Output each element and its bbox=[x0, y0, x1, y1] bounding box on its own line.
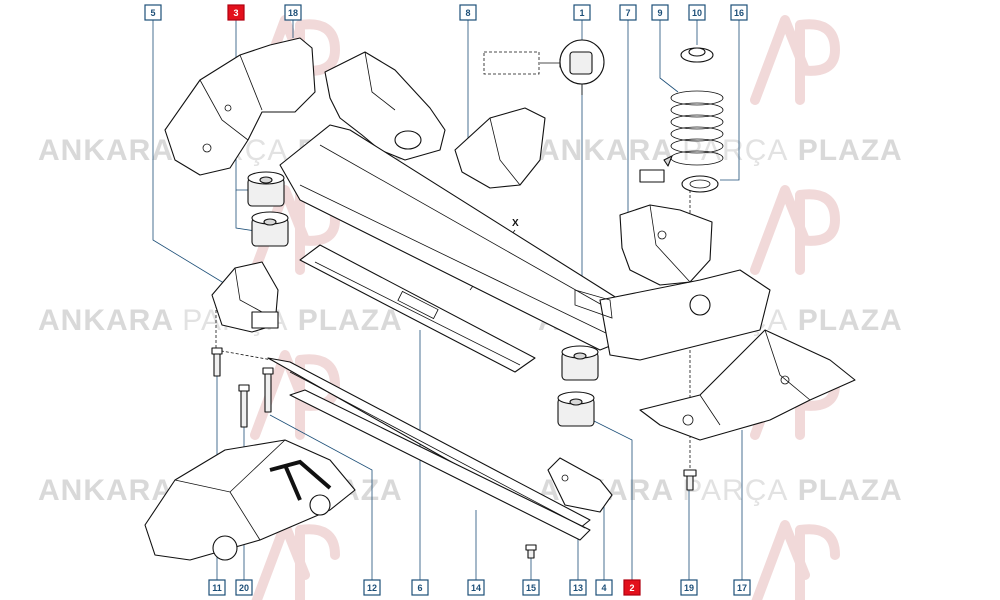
watermark-word-3: PLAZA bbox=[298, 304, 403, 337]
car-silhouette-icon bbox=[144, 439, 356, 561]
callout-17[interactable]: 17 bbox=[733, 579, 751, 596]
callout-11[interactable]: 11 bbox=[208, 579, 226, 596]
svg-text:8: 8 bbox=[465, 8, 470, 18]
callout-3[interactable]: 3 bbox=[227, 4, 245, 21]
svg-text:5: 5 bbox=[150, 8, 155, 18]
svg-text:17: 17 bbox=[737, 583, 747, 593]
svg-text:1: 1 bbox=[579, 8, 584, 18]
rear-axle-beam bbox=[279, 124, 771, 361]
watermark-word-3: PLAZA bbox=[798, 474, 903, 507]
svg-text:13: 13 bbox=[573, 583, 583, 593]
watermark-word-3: PLAZA bbox=[798, 134, 903, 167]
callout-12[interactable]: 12 bbox=[363, 579, 381, 596]
svg-text:20: 20 bbox=[239, 583, 249, 593]
left-upper-shield bbox=[164, 37, 316, 176]
svg-text:11: 11 bbox=[212, 583, 222, 593]
callout-9[interactable]: 9 bbox=[651, 4, 669, 21]
bushing-reference bbox=[483, 39, 605, 95]
small-bottom-bracket bbox=[547, 457, 613, 513]
svg-text:3: 3 bbox=[233, 8, 238, 18]
callout-5[interactable]: 5 bbox=[144, 4, 162, 21]
watermark-word-1: ANKARA bbox=[38, 134, 173, 167]
svg-text:7: 7 bbox=[625, 8, 630, 18]
watermark-word-2: PARÇA bbox=[682, 134, 788, 167]
right-upper-shield bbox=[619, 204, 713, 286]
watermark-word-2: PARÇA bbox=[682, 474, 788, 507]
callout-4[interactable]: 4 bbox=[595, 579, 613, 596]
svg-text:9: 9 bbox=[657, 8, 662, 18]
coil-spring bbox=[639, 47, 724, 193]
watermark-logo-icon bbox=[751, 520, 840, 600]
watermark-logo-icon bbox=[750, 185, 840, 275]
callout-6[interactable]: 6 bbox=[411, 579, 429, 596]
svg-text:10: 10 bbox=[692, 8, 702, 18]
long-bracket-strip bbox=[299, 244, 536, 373]
svg-text:19: 19 bbox=[684, 583, 694, 593]
callout-20[interactable]: 20 bbox=[235, 579, 253, 596]
watermark-logo-icon bbox=[750, 15, 840, 105]
svg-text:16: 16 bbox=[734, 8, 744, 18]
svg-text:4: 4 bbox=[601, 583, 606, 593]
upper-axle-bracket bbox=[324, 51, 446, 161]
svg-text:6: 6 bbox=[417, 583, 422, 593]
svg-text:ANKARA PARÇA PLAZA: ANKARA PARÇA PLAZA bbox=[538, 134, 903, 167]
left-bushings bbox=[247, 171, 289, 247]
long-rods bbox=[267, 357, 591, 541]
callout-15[interactable]: 15 bbox=[522, 579, 540, 596]
left-mount-bracket bbox=[211, 261, 279, 333]
callout-13[interactable]: 13 bbox=[569, 579, 587, 596]
center-small-shield bbox=[454, 107, 546, 189]
svg-text:12: 12 bbox=[367, 583, 377, 593]
bolts bbox=[211, 347, 697, 559]
right-bushings bbox=[557, 345, 599, 427]
watermark-word-3: PLAZA bbox=[798, 304, 903, 337]
watermark-word-1: ANKARA bbox=[38, 304, 173, 337]
watermark-word-1: ANKARA bbox=[538, 134, 673, 167]
watermark-word-1: ANKARA bbox=[38, 474, 173, 507]
callouts-top: 5 3 18 8 1 7 9 10 16 bbox=[144, 4, 748, 21]
callout-1[interactable]: 1 bbox=[573, 4, 591, 21]
callouts-bottom: 11 20 12 6 14 15 13 4 2 19 17 bbox=[208, 579, 751, 596]
svg-text:14: 14 bbox=[471, 583, 481, 593]
callout-8[interactable]: 8 bbox=[459, 4, 477, 21]
svg-text:2: 2 bbox=[629, 583, 634, 593]
callout-16[interactable]: 16 bbox=[730, 4, 748, 21]
callout-18[interactable]: 18 bbox=[284, 4, 302, 21]
watermark-text: ANKARA PARÇA PLAZA ANKARA PARÇA PLAZA AN… bbox=[38, 134, 903, 507]
callout-19[interactable]: 19 bbox=[680, 579, 698, 596]
axle-assembly-marker: X bbox=[512, 218, 519, 229]
callout-7[interactable]: 7 bbox=[619, 4, 637, 21]
callout-10[interactable]: 10 bbox=[688, 4, 706, 21]
svg-text:15: 15 bbox=[526, 583, 536, 593]
callout-14[interactable]: 14 bbox=[467, 579, 485, 596]
svg-text:18: 18 bbox=[288, 8, 298, 18]
right-lower-shield bbox=[639, 329, 856, 441]
callout-2[interactable]: 2 bbox=[623, 579, 641, 596]
